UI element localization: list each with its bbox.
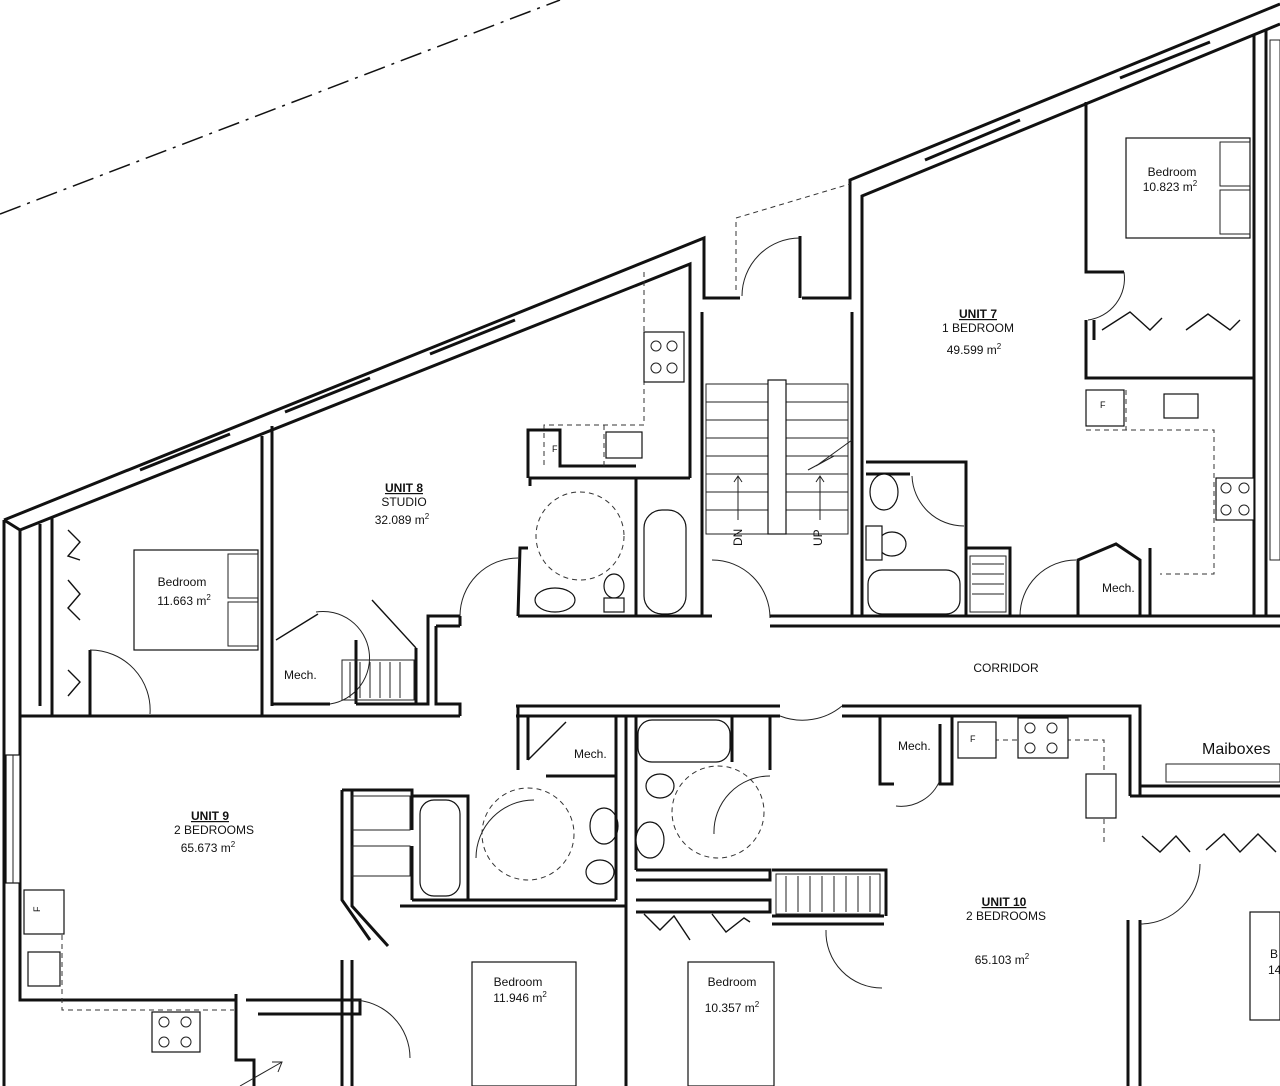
bedroom-u9b-name: Bedroom xyxy=(494,975,543,989)
unit-8-walls xyxy=(260,272,712,716)
fridge-label-unit7: F xyxy=(1100,400,1106,410)
stair-core xyxy=(700,183,864,619)
unit-10-type: 2 BEDROOMS xyxy=(966,909,1046,923)
mech-label-unit9: Mech. xyxy=(574,747,607,761)
bedroom-u9b-area: 11.946 m2 xyxy=(493,990,547,1005)
mailboxes-label: Maiboxes xyxy=(1202,741,1270,758)
bedroom-u10b-partial-name: B xyxy=(1270,947,1278,961)
stairs-up-label: UP xyxy=(811,529,825,546)
unit-10-name: UNIT 10 xyxy=(982,895,1027,909)
mech-label-unit8: Mech. xyxy=(284,668,317,682)
stairs-down-label: DN xyxy=(731,529,745,546)
unit-7-name: UNIT 7 xyxy=(959,307,997,321)
fridge-label-unit8: F xyxy=(552,444,558,454)
unit-9-type: 2 BEDROOMS xyxy=(174,823,254,837)
fridge-label-unit10: F xyxy=(970,734,976,744)
unit-8-name: UNIT 8 xyxy=(385,481,423,495)
bedroom-u10a-area: 10.357 m2 xyxy=(705,1000,760,1015)
bedroom-u7-name: Bedroom xyxy=(1148,165,1197,179)
room-labels: UNIT 7 1 BEDROOM 49.599 m2 Bedroom 10.82… xyxy=(32,165,1280,1015)
bedroom-u10b-partial-area: 14 xyxy=(1268,963,1280,977)
mech-label-unit10: Mech. xyxy=(898,739,931,753)
unit-10-walls xyxy=(634,716,1280,1086)
bedroom-u7-area: 10.823 m2 xyxy=(1143,179,1198,194)
corridor-label: CORRIDOR xyxy=(973,661,1039,675)
unit-7-type: 1 BEDROOM xyxy=(942,321,1014,335)
unit-8-type: STUDIO xyxy=(381,495,426,509)
bedroom-u9a-name: Bedroom xyxy=(158,575,207,589)
mech-label-unit7: Mech. xyxy=(1102,581,1135,595)
unit-9-name: UNIT 9 xyxy=(191,809,229,823)
unit-8-area: 32.089 m2 xyxy=(375,512,430,527)
bedroom-u10a-name: Bedroom xyxy=(708,975,757,989)
unit-7-walls xyxy=(865,30,1280,617)
fridge-label-unit9: F xyxy=(32,906,42,912)
unit-7-area: 49.599 m2 xyxy=(947,342,1002,357)
unit-9-walls xyxy=(23,518,628,1086)
unit-9-area: 65.673 m2 xyxy=(181,840,236,855)
property-line xyxy=(0,0,561,215)
unit-10-area: 65.103 m2 xyxy=(975,952,1030,967)
bedroom-u9a-area: 11.663 m2 xyxy=(157,593,211,608)
